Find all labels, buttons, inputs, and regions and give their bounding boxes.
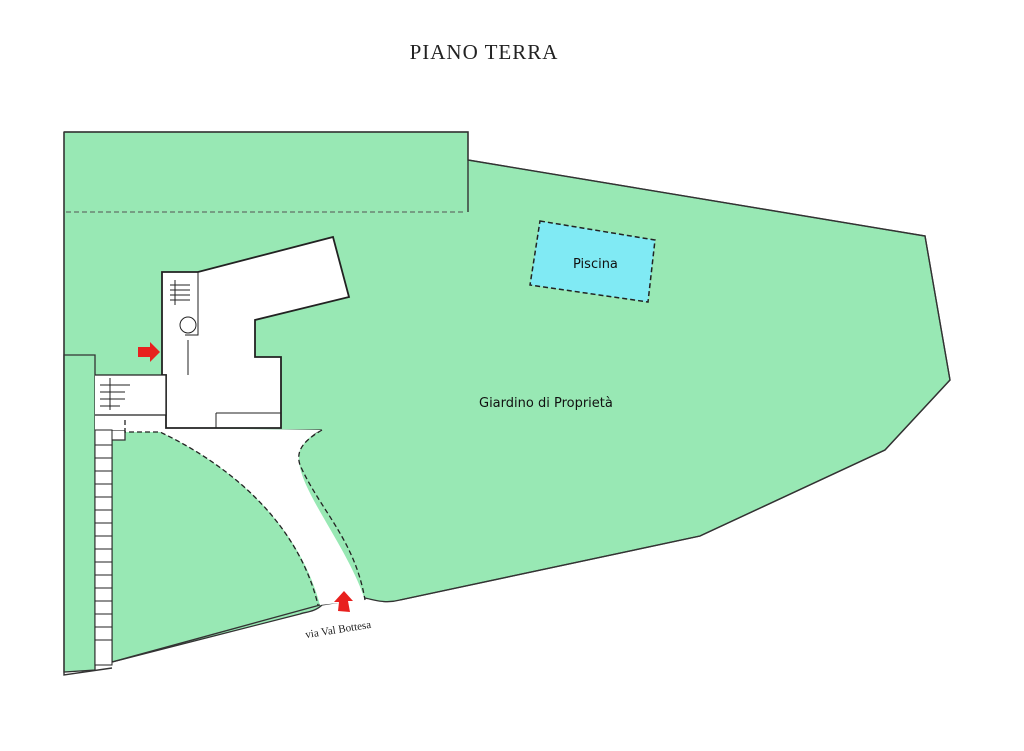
entrance-arrow-right-icon (138, 342, 160, 362)
pool (529, 220, 656, 303)
interior-walls (100, 272, 281, 428)
garden-left-strip (63, 354, 96, 673)
driveway (125, 420, 365, 605)
stair-column (94, 429, 113, 666)
garden-label: Giardino di Proprietà (479, 396, 613, 411)
entrance-arrow-up-icon (334, 591, 353, 612)
driveway-edge-right (298, 429, 366, 601)
building-annex (95, 374, 167, 416)
property-boundary (63, 131, 951, 676)
plan-title: PIANO TERRA (409, 40, 559, 64)
driveway-edge-left (124, 420, 319, 606)
pool-label: Piscina (573, 257, 618, 272)
